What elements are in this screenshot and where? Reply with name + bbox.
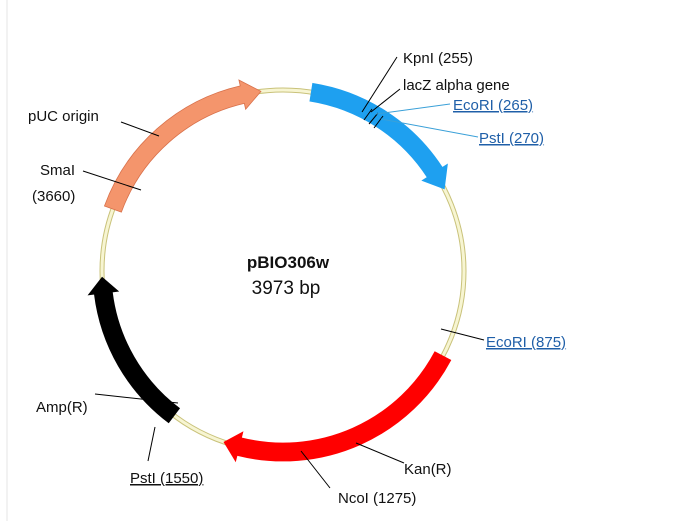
puc-origin-arrow (103, 79, 262, 213)
psti-270-leader (380, 118, 479, 138)
smai-leader (82, 170, 142, 191)
puc-origin-leader (120, 121, 160, 137)
ecori-875-label: EcoRI (875) (486, 334, 566, 351)
psti-1550-label: PstI (1550) (130, 470, 203, 487)
kpni-tick (363, 108, 373, 121)
psti-270-tick (373, 115, 384, 129)
smai-name-label: SmaI (40, 162, 75, 179)
kpni-255-label: KpnI (255) (403, 50, 473, 67)
psti-1550-leader (147, 426, 156, 462)
ecori-875-leader (440, 328, 485, 341)
kpni-leader (361, 56, 398, 113)
lacz-arrow (309, 82, 448, 190)
smai-position-label: (3660) (32, 188, 75, 205)
lacz-leader (370, 88, 401, 113)
psti-270-label: PstI (270) (479, 130, 544, 147)
ecori-265-tick (368, 112, 379, 125)
kanr-arrow (223, 351, 452, 463)
ecori-265-label: EcoRI (265) (453, 97, 533, 114)
ampr-leader (94, 393, 179, 404)
puc-origin-label: pUC origin (28, 108, 99, 125)
kanr-leader (355, 442, 405, 464)
kanr-label: Kan(R) (404, 461, 452, 478)
ampr-label: Amp(R) (36, 399, 88, 416)
ampr-arrow (87, 276, 181, 424)
lacz-label: lacZ alpha gene (403, 77, 510, 94)
ecori-265-leader (375, 103, 451, 115)
ncoi-leader (300, 450, 331, 489)
plasmid-size: 3973 bp (252, 278, 321, 299)
plasmid-name: pBIO306w (247, 253, 330, 272)
ncoi-1275-label: NcoI (1275) (338, 490, 416, 507)
